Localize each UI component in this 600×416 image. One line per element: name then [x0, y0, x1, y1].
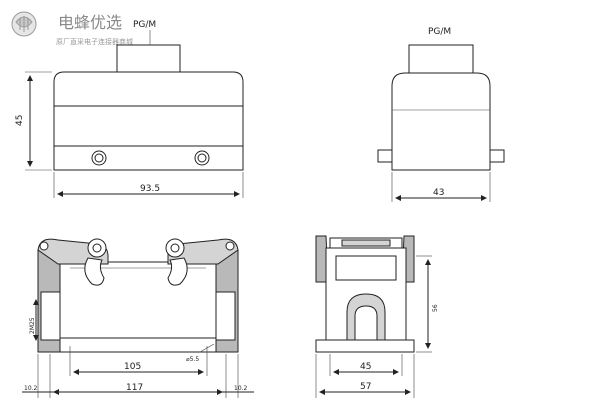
base-width-dim: 117 — [126, 383, 143, 393]
front-width-dim: 93.5 — [140, 184, 160, 194]
watermark-title: 电蜂优选 — [58, 13, 122, 32]
bee-logo-icon — [11, 11, 37, 37]
side-thread-label: PG/M — [428, 27, 451, 37]
base-left-offset-dim: 10.2 — [24, 385, 38, 392]
front-top-view: PG/M 45 93.5 — [15, 20, 244, 198]
side-base-width-dim: 57 — [360, 382, 371, 392]
side-width-dim: 43 — [433, 188, 444, 198]
side-base-inner-dim: 45 — [360, 362, 371, 372]
base-hole-dia-dim: ⌀5.5 — [186, 356, 199, 363]
base-vertical-dim: 2M25 — [29, 317, 36, 334]
base-hole-pitch-dim: 105 — [124, 362, 141, 372]
watermark: 电蜂优选 原厂直采电子连接器商城 — [11, 11, 133, 46]
watermark-subtitle: 原厂直采电子连接器商城 — [56, 37, 133, 46]
side-base-height-dim: 56 — [432, 304, 439, 312]
side-top-view: PG/M 43 — [377, 27, 505, 202]
front-height-dim: 45 — [15, 115, 25, 126]
front-thread-label: PG/M — [133, 20, 156, 30]
right-lever — [165, 238, 239, 286]
base-side-view: 56 45 57 — [315, 235, 439, 398]
base-right-offset-dim: 10.2 — [234, 385, 248, 392]
left-lever — [37, 238, 109, 286]
base-front-view: 2M25 105 ⌀5.5 10.2 117 10.2 — [22, 238, 254, 398]
